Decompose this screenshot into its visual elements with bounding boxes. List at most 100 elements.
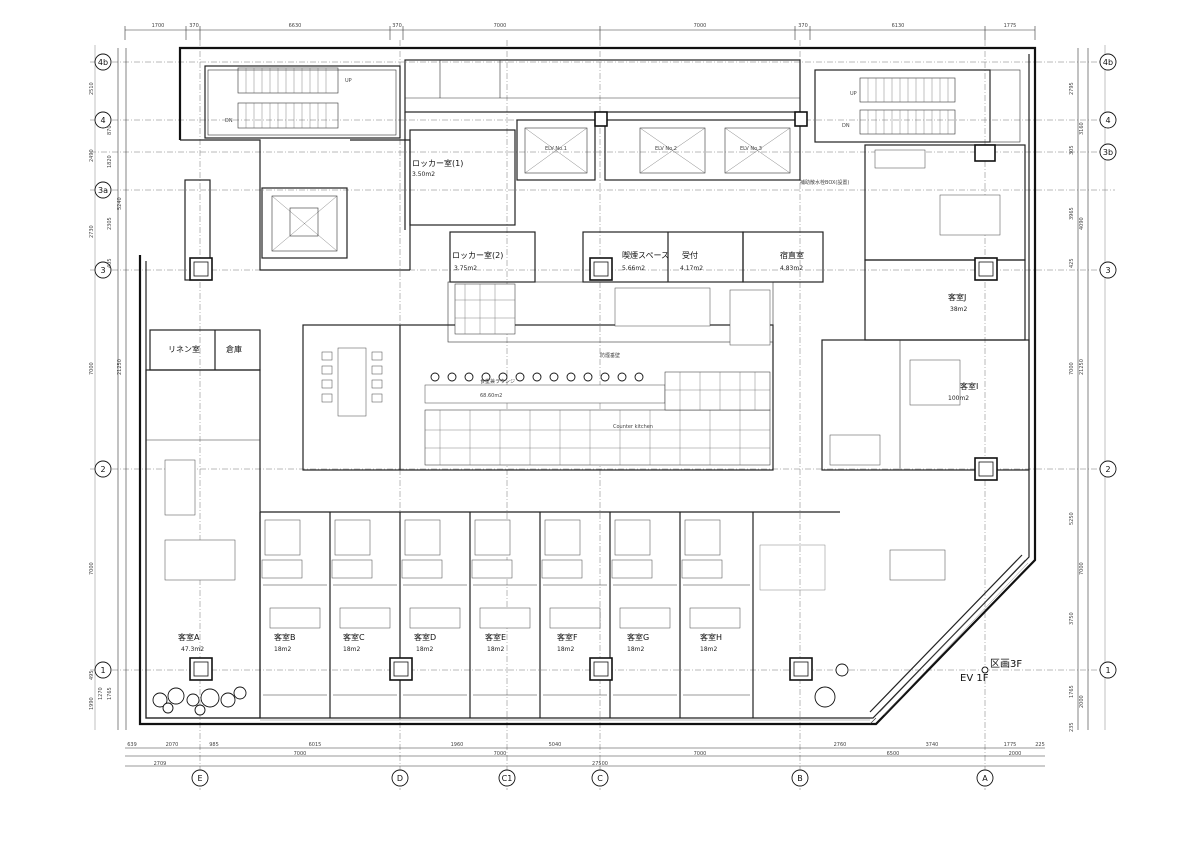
dim-left-6: 2730 (89, 225, 95, 238)
counter-kitchen-label: Counter kitchen (613, 424, 653, 430)
dim-left-2: 870 (107, 125, 113, 135)
room-night-name: 宿直室 (780, 250, 804, 260)
dim-bottom1-3: 985 (209, 742, 219, 748)
room-night-area: 4.83m2 (780, 265, 803, 272)
dim-top-8: 6130 (892, 23, 905, 29)
room-guestB-name: 客室B (274, 632, 296, 642)
dim-bottom2-2: 7000 (494, 751, 507, 757)
dim-top-2: 370 (189, 23, 199, 29)
right-dimension-strings: 2795 3160 305 3965 4090 425 7000 21250 5… (1069, 48, 1089, 732)
dim-top-7: 370 (798, 23, 808, 29)
dim-left-11: 7000 (89, 562, 95, 575)
bottom-axis-C1: C1 (502, 774, 513, 783)
stair-left: UP DN (225, 67, 352, 129)
elevator-shafts: ELV No.1 ELV No.2 ELV No.3 補助散水栓BOX(設置) (516, 119, 849, 186)
dim-left-7: 2305 (107, 217, 113, 230)
bottom-axis-C: C (597, 774, 603, 783)
left-axis-3a: 3a (98, 186, 108, 195)
dim-bottom1-10: 225 (1035, 742, 1045, 748)
block-3f-label: 区画3F (990, 658, 1022, 670)
room-linen-name: リネン室 (168, 344, 200, 354)
structural-columns (189, 111, 998, 681)
room-guestF-name: 客室F (557, 632, 578, 642)
bottom-axis-A: A (982, 774, 988, 783)
room-guestD-name: 客室D (414, 632, 436, 642)
ev-label-2: ELV No.2 (655, 146, 677, 152)
dim-bottom3-2: 27500 (592, 761, 608, 767)
dim-top-4: 370 (392, 23, 402, 29)
left-axis-3: 3 (100, 266, 105, 275)
ev-1f-marker (981, 666, 989, 674)
room-guestA-area: 47.3m2 (181, 646, 204, 653)
dim-bottom1-6: 5040 (549, 742, 562, 748)
dim-bottom2-1: 7000 (294, 751, 307, 757)
dim-right-5: 4090 (1079, 217, 1085, 230)
dim-right-3: 305 (1069, 145, 1075, 155)
interior-walls (145, 112, 1030, 719)
dim-bottom3-1: 2709 (154, 761, 167, 767)
room-guestD-area: 18m2 (416, 646, 433, 653)
room-guestC-name: 客室C (343, 632, 365, 642)
dim-left-8: 405 (107, 258, 113, 268)
dim-left-9: 21250 (117, 359, 123, 375)
stair-right: UP DN (814, 69, 1021, 143)
room-reception-area: 4.17m2 (680, 265, 703, 272)
room-guestI-area: 100m2 (948, 395, 969, 402)
dim-left-14: 1270 (98, 687, 104, 700)
room-smoking-name: 喫煙スペース (622, 250, 669, 260)
bottom-axis-D: D (397, 774, 403, 783)
ev-1f-label: EV 1F (960, 673, 989, 684)
dim-bottom1-9: 1775 (1004, 742, 1017, 748)
room-guestI-name: 客室I (960, 381, 978, 391)
guest-room-dividers (259, 511, 840, 718)
right-axis-3b: 3b (1103, 148, 1113, 157)
ev-label-3: ELV No.3 (740, 146, 762, 152)
dim-right-8: 21250 (1079, 359, 1085, 375)
dim-bottom1-8: 3740 (926, 742, 939, 748)
stair-left-dn: DN (225, 118, 233, 124)
fire-box-label: 補助散水栓BOX(設置) (800, 179, 849, 186)
room-storage-name: 倉庫 (226, 344, 242, 354)
dim-top-6: 7000 (694, 23, 707, 29)
room-guestC-area: 18m2 (343, 646, 360, 653)
bottom-axis-E: E (197, 774, 202, 783)
right-axis-4b: 4b (1103, 58, 1113, 67)
room-guestE-name: 客室E (485, 632, 506, 642)
room-locker1-name: ロッカー室(1) (412, 158, 463, 168)
dim-left-12: 1765 (107, 687, 113, 700)
dim-right-9: 5250 (1069, 512, 1075, 525)
right-axes: 4b 4 3b 3 2 1 (1099, 45, 1117, 730)
dim-left-3: 2490 (89, 149, 95, 162)
dim-bottom1-7: 2760 (834, 742, 847, 748)
dim-right-6: 425 (1069, 258, 1075, 268)
stair-right-up: UP (850, 91, 857, 97)
room-locker1-area: 3.50m2 (412, 171, 435, 178)
room-guestE-area: 18m2 (487, 646, 504, 653)
dim-right-11: 3750 (1069, 612, 1075, 625)
dim-bottom1-5: 1960 (451, 742, 464, 748)
bottom-axes: E D C1 C B A (191, 769, 994, 787)
stair-right-dn: DN (842, 123, 850, 129)
left-axes: 4b 4 3a 3 2 1 (94, 45, 112, 730)
left-axis-4b: 4b (98, 58, 108, 67)
dim-right-12: 1765 (1069, 685, 1075, 698)
dim-right-2: 3160 (1079, 122, 1085, 135)
bottom-axis-B: B (797, 774, 803, 783)
room-guestG-name: 客室G (627, 632, 649, 642)
right-axis-4: 4 (1105, 116, 1110, 125)
guest-room-furniture (164, 149, 1001, 629)
dim-top-9: 1775 (1004, 23, 1017, 29)
dim-left-15: 1990 (89, 697, 95, 710)
room-dining-area: 68.60m2 (480, 393, 502, 399)
dim-right-10: 7000 (1079, 562, 1085, 575)
room-smoking-area: 5.66m2 (622, 265, 645, 272)
smoke-wall-label: 防煙垂壁 (600, 352, 620, 359)
room-labels: ロッカー室(1) 3.50m2 ロッカー室(2) 3.75m2 喫煙スペース 5… (168, 158, 1022, 684)
dim-right-1: 2795 (1069, 82, 1075, 95)
room-guestA-name: 客室A (178, 632, 200, 642)
room-guestG-area: 18m2 (627, 646, 644, 653)
room-guestB-area: 18m2 (274, 646, 291, 653)
left-axis-2: 2 (100, 465, 105, 474)
dim-top-1: 1700 (152, 23, 165, 29)
